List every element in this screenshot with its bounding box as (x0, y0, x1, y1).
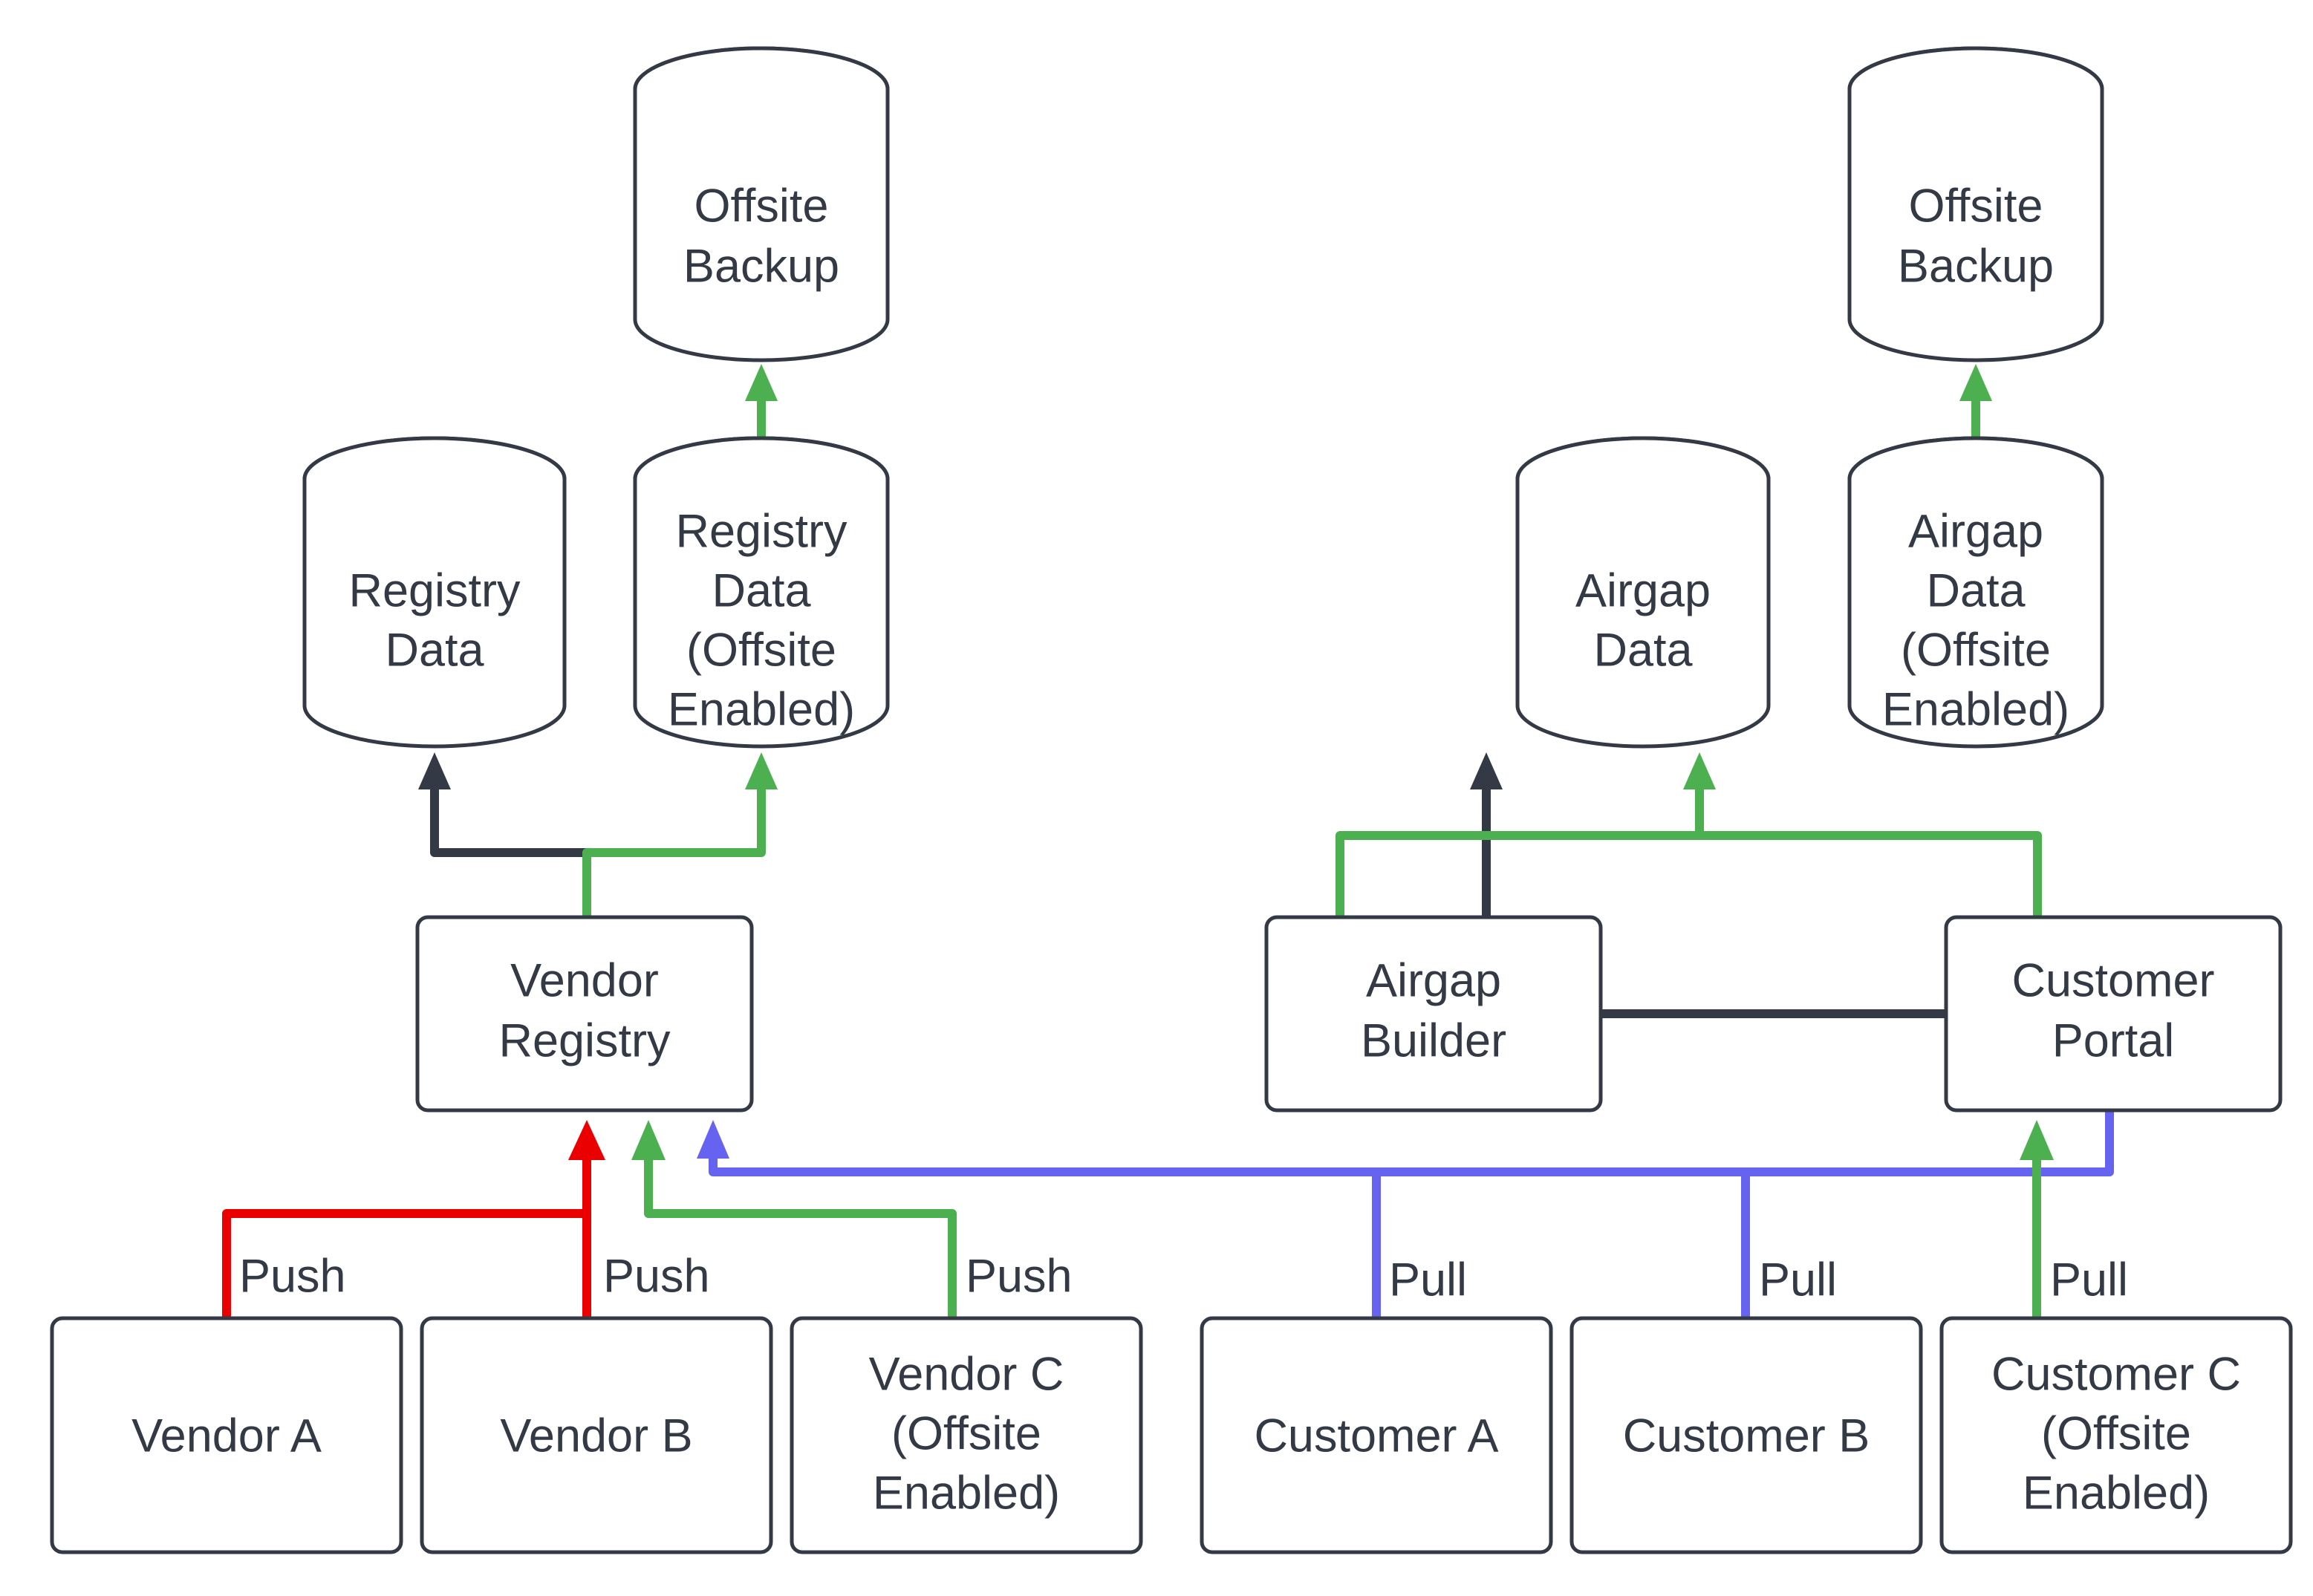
registry-data-offsite-label-line3: (Offsite (686, 625, 836, 677)
airgap-builder-label-line2: Builder (1361, 1015, 1506, 1067)
airgap-builder-label-line1: Airgap (1366, 955, 1501, 1007)
edge-vendor-registry-to-registry-data (418, 752, 591, 917)
offsite-backup-left-label-line1: Offsite (694, 180, 829, 232)
node-vendor-a[interactable]: Vendor A (50, 1316, 403, 1554)
edge-airgap-offsite-to-offsite-backup (1959, 364, 1992, 438)
node-offsite-backup-right[interactable]: Offsite Backup (1847, 46, 2104, 362)
edge-vendor-registry-to-registry-data-offsite (582, 752, 778, 917)
edge-registry-offsite-to-offsite-backup (745, 364, 778, 438)
edge-label-pull-c: Pull (2050, 1254, 2128, 1306)
customer-c-label-line1: Customer C (1991, 1349, 2241, 1401)
edge-label-pull-a: Pull (1389, 1254, 1467, 1306)
registry-data-offsite-label-line2: Data (712, 565, 811, 617)
airgap-data-offsite-label-line1: Airgap (1908, 506, 2043, 558)
edge-customer-c-to-customer-portal (2020, 1120, 2054, 1318)
pull-b-text: Pull (1759, 1254, 1837, 1306)
vendor-b-label: Vendor B (500, 1410, 692, 1462)
edge-vendor-c-to-vendor-registry (631, 1120, 957, 1318)
customer-portal-label-line2: Portal (2052, 1015, 2175, 1067)
registry-data-offsite-label-line4: Enabled) (668, 684, 855, 736)
airgap-data-offsite-label-line4: Enabled) (1882, 684, 2069, 736)
node-vendor-registry[interactable]: Vendor Registry (415, 915, 754, 1113)
vendor-registry-label-line1: Vendor (510, 955, 659, 1007)
registry-data-offsite-label-line1: Registry (675, 506, 848, 558)
node-airgap-builder[interactable]: Airgap Builder (1264, 915, 1603, 1113)
customer-portal-label-line1: Customer (2011, 955, 2214, 1007)
vendor-registry-label-line2: Registry (498, 1015, 671, 1067)
push-a-text: Push (239, 1251, 346, 1303)
node-vendor-b[interactable]: Vendor B (420, 1316, 773, 1554)
vendor-c-label-line2: (Offsite (891, 1408, 1041, 1460)
node-offsite-backup-left[interactable]: Offsite Backup (633, 46, 890, 362)
edge-customer-portal-to-vendor-registry (697, 1109, 2114, 1176)
node-customer-a[interactable]: Customer A (1200, 1316, 1553, 1554)
edge-airgap-builder-to-airgap-data-offsite (1336, 752, 1716, 917)
node-customer-portal[interactable]: Customer Portal (1944, 915, 2283, 1113)
node-registry-data[interactable]: Registry Data (302, 436, 567, 749)
customer-c-label-line2: (Offsite (2041, 1408, 2191, 1460)
offsite-backup-right-label-line2: Backup (1898, 241, 2054, 293)
push-b-text: Push (603, 1251, 710, 1303)
vendor-a-label: Vendor A (131, 1410, 322, 1462)
vendor-c-label-line1: Vendor C (869, 1349, 1064, 1401)
airgap-data-offsite-label-line2: Data (1926, 565, 2026, 617)
push-c-text: Push (966, 1251, 1073, 1303)
edge-label-push-a: Push (239, 1251, 346, 1303)
edge-label-pull-b: Pull (1759, 1254, 1837, 1306)
node-airgap-data-offsite-enabled[interactable]: Airgap Data (Offsite Enabled) (1847, 436, 2104, 749)
edge-label-push-c: Push (966, 1251, 1073, 1303)
node-customer-b[interactable]: Customer B (1569, 1316, 1923, 1554)
node-registry-data-offsite-enabled[interactable]: Registry Data (Offsite Enabled) (633, 436, 890, 749)
customer-b-label: Customer B (1623, 1410, 1870, 1462)
edge-customer-portal-to-airgap-data-offsite (1695, 789, 2042, 917)
registry-data-label-line1: Registry (348, 565, 521, 617)
registry-data-label-line2: Data (385, 625, 484, 677)
pull-c-text: Pull (2050, 1254, 2128, 1306)
edge-label-push-b: Push (603, 1251, 710, 1303)
node-customer-c[interactable]: Customer C (Offsite Enabled) (1939, 1316, 2293, 1554)
airgap-data-label-line2: Data (1593, 625, 1693, 677)
node-airgap-data[interactable]: Airgap Data (1515, 436, 1771, 749)
offsite-backup-right-label-line1: Offsite (1909, 180, 2043, 232)
offsite-backup-left-label-line2: Backup (683, 241, 839, 293)
airgap-data-label-line1: Airgap (1575, 565, 1711, 617)
vendor-c-label-line3: Enabled) (873, 1468, 1060, 1520)
customer-c-label-line3: Enabled) (2023, 1468, 2210, 1520)
customer-a-label: Customer A (1254, 1410, 1498, 1462)
pull-a-text: Pull (1389, 1254, 1467, 1306)
node-vendor-c[interactable]: Vendor C (Offsite Enabled) (790, 1316, 1143, 1554)
airgap-data-offsite-label-line3: (Offsite (1901, 625, 2051, 677)
